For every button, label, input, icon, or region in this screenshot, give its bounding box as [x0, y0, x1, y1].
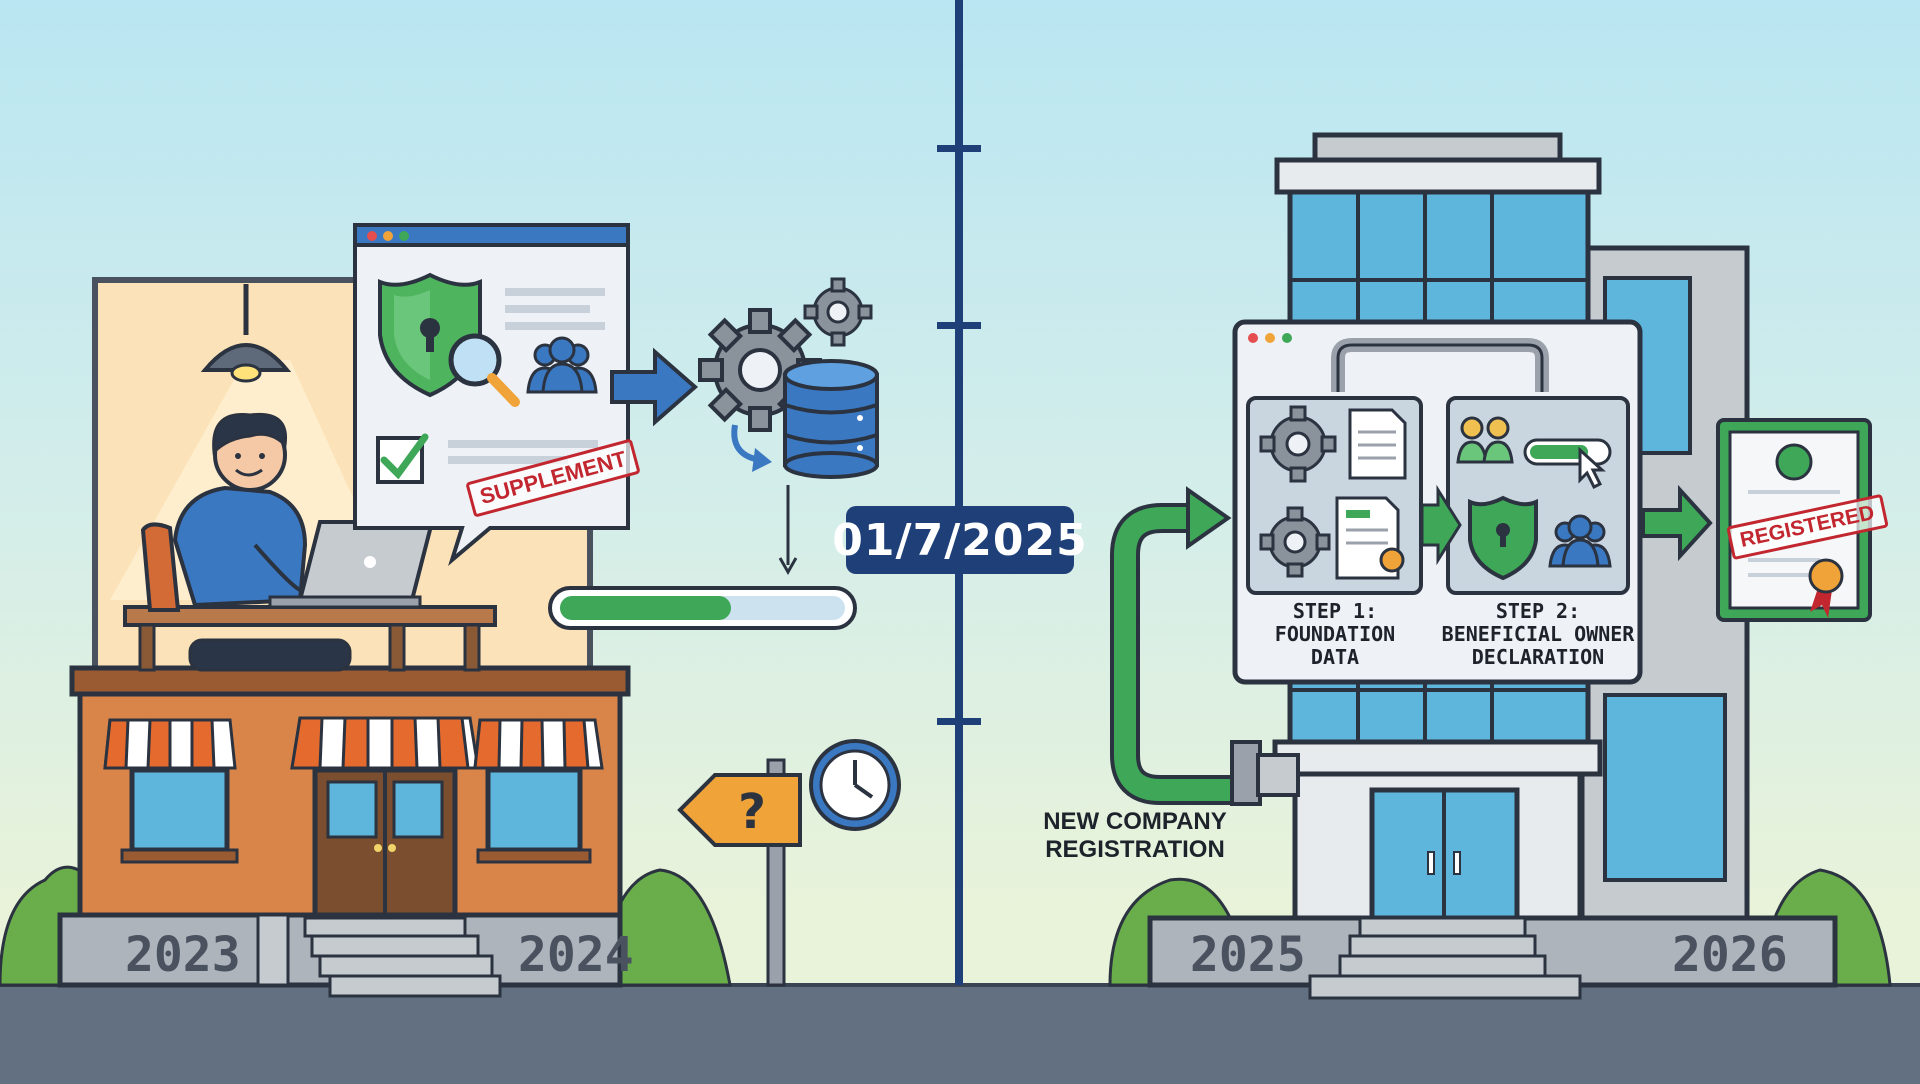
progress-fill: [560, 596, 731, 620]
shield-lock-icon: [378, 272, 482, 398]
year-2026: 2026: [1672, 927, 1788, 983]
step2-label: STEP 2: BENEFICIAL OWNER DECLARATION: [1441, 599, 1635, 669]
document-icon: [1348, 408, 1407, 480]
arrow-down-icon: [778, 485, 798, 576]
right-scene: [1108, 132, 1892, 1000]
input-field-icon: [1523, 438, 1612, 466]
refresh-arrow-icon: [731, 424, 772, 472]
certificate-document-icon: [1335, 496, 1405, 580]
timeline-tick: [937, 322, 981, 329]
steps: [1308, 916, 1582, 1000]
laptop-icon: [268, 520, 435, 609]
steps: [303, 916, 502, 998]
signpost: ?: [677, 758, 802, 987]
question-mark: ?: [738, 784, 766, 840]
users-icon: [1548, 514, 1612, 568]
cutoff-date-badge: 01/7/2025: [832, 506, 1087, 574]
gear-icon: [1259, 506, 1331, 578]
arrow-right-icon: [1641, 484, 1713, 562]
timeline-tick: [937, 145, 981, 152]
timeline-tick: [937, 718, 981, 725]
shield-lock-icon: [1468, 495, 1538, 581]
person-at-laptop: [172, 412, 352, 672]
users-icon: [526, 336, 598, 394]
foundation: [1147, 915, 1838, 1000]
left-scene: ?: [0, 223, 901, 998]
year-2024: 2024: [518, 927, 634, 983]
desk: [123, 605, 497, 672]
gear-icon: [1259, 405, 1337, 483]
progress-bar: [548, 586, 857, 630]
chair: [140, 522, 181, 612]
ground: [0, 983, 1920, 1084]
foundation: [57, 912, 623, 998]
arrow-right-icon: [610, 347, 699, 427]
step1-label: STEP 1: FOUNDATION DATA: [1274, 599, 1396, 669]
checkbox-icon: [376, 433, 429, 484]
users-icon: [1456, 416, 1514, 464]
database-icon: [783, 359, 879, 479]
new-company-registration-label: NEW COMPANY REGISTRATION: [1043, 808, 1227, 863]
shop-building: [69, 665, 631, 918]
gear-icon: [803, 277, 873, 347]
cursor-icon: [1578, 446, 1606, 490]
timeline-divider: [955, 0, 963, 985]
registration-pipe: [1110, 486, 1300, 806]
magnifier-icon: [448, 333, 520, 407]
clock-icon: [809, 739, 901, 831]
year-2023: 2023: [125, 927, 241, 983]
lamp-icon: [200, 284, 292, 383]
year-2025: 2025: [1190, 927, 1306, 983]
awning: [103, 716, 604, 770]
